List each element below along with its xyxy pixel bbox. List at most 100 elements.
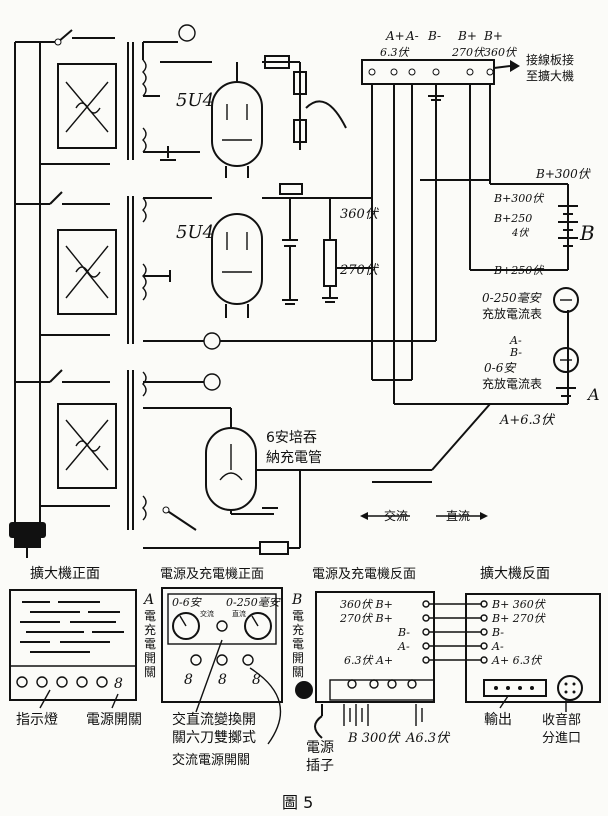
panel4-term-2: B- [491, 626, 504, 639]
amplifier-rear-panel [465, 593, 601, 712]
dc-label: 直流 [446, 509, 470, 523]
transformer-3 [57, 370, 147, 530]
label-ac-switch: 交流電源開關 [172, 752, 250, 768]
ac-label: 交流 [384, 508, 408, 523]
svg-text:電: 電 [292, 609, 304, 623]
batt-b250-label-2: 4伏 [511, 227, 529, 239]
term-b-minus: B- [427, 29, 441, 43]
panel4-term-0: B+ 360伏 [491, 598, 546, 611]
tube-2-label: 5U4 [176, 222, 214, 243]
svg-text:電: 電 [144, 609, 156, 623]
batt-b250-label-1: B+250 [493, 212, 532, 225]
meter-b-icon [553, 287, 579, 313]
panel3-term-0: 360伏 B+ [340, 598, 393, 611]
svg-text:電: 電 [292, 637, 304, 651]
power-charger-rear-panel [295, 591, 435, 739]
label-plug-1: 電源 [306, 740, 334, 756]
term-360v: 360伏 [484, 46, 517, 59]
svg-text:8: 8 [114, 676, 123, 692]
meter-b-label-2: 充放電流表 [482, 306, 542, 321]
svg-text:開: 開 [144, 651, 156, 665]
tube-3-label-2: 納充電管 [266, 450, 322, 466]
tube-5u4-top [211, 81, 263, 167]
svg-text:關: 關 [292, 665, 304, 679]
svg-text:電: 電 [144, 637, 156, 651]
meter-a-icon [553, 347, 579, 397]
ac-dc-arrows [360, 512, 488, 520]
power-charger-front-panel: 8 8 8 [161, 587, 283, 703]
pilot-lamp-icon [178, 24, 221, 391]
panel-2-title: 電源及充電機正面 [160, 566, 264, 582]
term-b-plus-1: B+ [457, 29, 477, 43]
label-b300: B 300伏 [347, 731, 401, 746]
term-b-plus-2: B+ [483, 29, 503, 43]
term-270v: 270伏 [451, 46, 485, 59]
label-speaker-2: 分進口 [542, 731, 581, 746]
panel4-term-4: A+ 6.3伏 [491, 654, 542, 667]
mains-bus [14, 29, 115, 528]
term-63v: 6.3伏 [380, 46, 409, 59]
label-indicator: 指示燈 [16, 712, 58, 728]
panel2-a-side-label: A 電 充 電 開 關 [142, 592, 156, 679]
terminal-board-label-1: 接線板接 [526, 52, 574, 67]
svg-text:8: 8 [218, 672, 227, 688]
label-a63: A6.3伏 [405, 731, 451, 746]
power-plug-icon [9, 522, 46, 558]
label-dial-1: 交直流變換開 [172, 711, 256, 728]
panel3-term-3: A- [397, 640, 410, 653]
pointer-lines [39, 639, 282, 745]
amplifier-front-panel: 8 [9, 589, 137, 701]
panel3-term-1: 270伏 B+ [339, 612, 393, 625]
meter-a-term-2: B- [509, 346, 522, 359]
tube-1-label: 5U4 [176, 90, 214, 111]
tube-tungar [205, 427, 257, 511]
svg-text:8: 8 [184, 672, 193, 688]
term-a-minus: A- [405, 29, 419, 43]
svg-text:開: 開 [292, 651, 304, 665]
transformer-1 [57, 42, 147, 160]
label-plug-2: 插子 [306, 758, 334, 774]
batt-b300-2-label: B+300伏 [493, 192, 544, 205]
terminal-board [361, 59, 520, 85]
svg-text:充: 充 [292, 622, 304, 637]
svg-text:關: 關 [144, 665, 156, 679]
panel4-term-1: B+ 270伏 [491, 612, 546, 625]
svg-text:B: B [291, 592, 302, 608]
panel2-meter-right-sub: 直流 [232, 609, 246, 618]
panel2-meter-right: 0-250毫安 [226, 596, 281, 609]
label-dial-2: 關六刀雙擲式 [172, 730, 256, 746]
batt-letter: B [579, 221, 595, 245]
tube-3-label-1: 6安培吞 [266, 430, 317, 446]
panel-connector-lines [429, 603, 482, 661]
panel2-meter-left-sub: 交流 [200, 609, 214, 618]
batt-b250-lbl: B+250伏 [493, 264, 544, 277]
svg-text:A: A [142, 592, 154, 608]
label-power-switch: 電源開關 [86, 712, 142, 728]
a63-label: A+6.3伏 [499, 413, 556, 428]
meter-b-label-1: 0-250毫安 [482, 291, 543, 305]
panel4-term-3: A- [491, 640, 504, 653]
meter-a-label-1: 0-6安 [484, 361, 517, 375]
panel-3-terminals: 360伏 B+ 270伏 B+ B- A- 6.3伏 A+ [339, 598, 410, 667]
panel2-b-side-label: B 電 充 電 開 關 [291, 592, 304, 679]
transformer-2 [57, 196, 147, 344]
panel-1-title: 擴大機正面 [30, 565, 100, 582]
res-360-label: 360伏 [340, 207, 380, 222]
term-a-plus: A+ [385, 29, 405, 43]
svg-text:8: 8 [252, 672, 261, 688]
batt-b300-label: B+300伏 [535, 167, 592, 181]
res-270-label: 270伏 [339, 263, 380, 278]
terminal-board-label-2: 至擴大機 [526, 68, 574, 83]
wiring [142, 41, 569, 555]
svg-text:充: 充 [144, 622, 156, 637]
meter-a-term-1: A- [509, 334, 522, 347]
panel3-term-4: 6.3伏 A+ [344, 654, 393, 667]
panel-4-terminals: B+ 360伏 B+ 270伏 B- A- A+ 6.3伏 [491, 598, 546, 667]
tube-5u4-mid [211, 213, 263, 305]
panel-3-title: 電源及充電機反面 [312, 566, 416, 582]
panel-4-title: 擴大機反面 [480, 565, 550, 582]
a-letter: A [586, 385, 600, 404]
panel3-term-2: B- [397, 626, 410, 639]
label-output: 輸出 [484, 712, 512, 728]
